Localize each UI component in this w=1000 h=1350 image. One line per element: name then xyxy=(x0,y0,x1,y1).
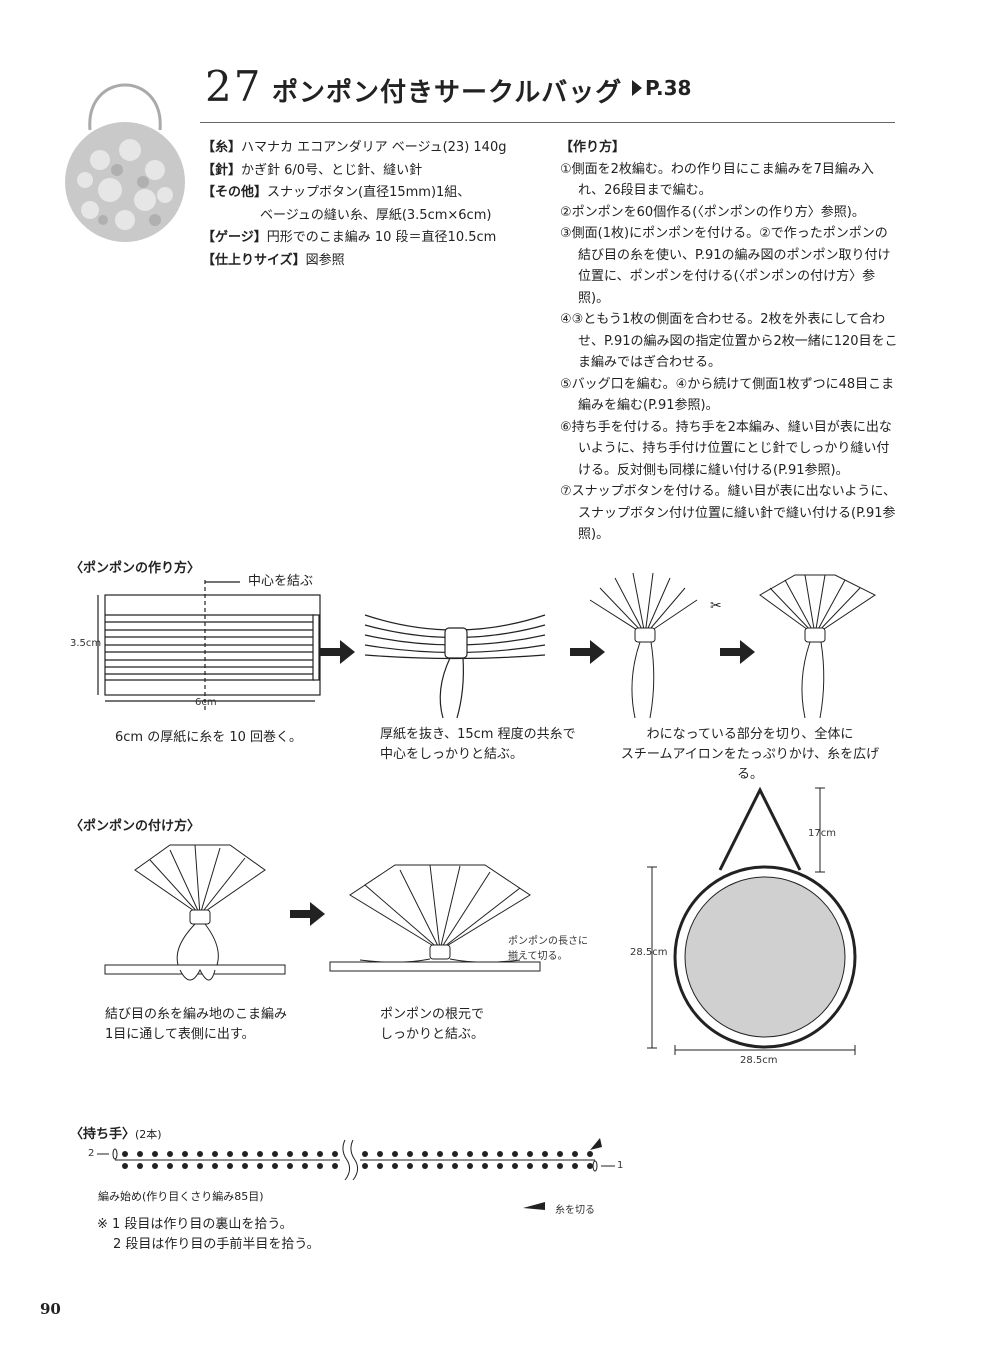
instructions: 【作り方】 ①側面を2枚編む。わの作り目にこま編みを7目編み入れ、26段目まで編… xyxy=(560,137,900,546)
material-row: 【糸】ハマナカ エコアンダリア ベージュ(23) 140g xyxy=(202,140,507,155)
pompom-make-diagram: ✂ xyxy=(97,572,876,719)
handle-chart xyxy=(97,1138,615,1181)
cut-yarn-icon xyxy=(523,1202,545,1210)
pattern-number: 27 xyxy=(205,62,263,111)
pompom-step2-caption: 厚紙を抜き、15cm 程度の共糸で 中心をしっかりと結ぶ。 xyxy=(380,727,576,762)
page-ref-arrow-icon xyxy=(632,80,642,96)
pompom-step1-caption: 6cm の厚紙に糸を 10 回巻く。 xyxy=(115,730,303,745)
material-row: ベージュの縫い糸、厚紙(3.5cm×6cm) xyxy=(260,207,492,223)
pompom-make-title: 〈ポンポンの作り方〉 xyxy=(70,561,201,576)
step: ②ポンポンを60個作る(〈ポンポンの作り方〉参照)。 xyxy=(560,204,865,220)
material-row: 【仕上りサイズ】図参照 xyxy=(202,252,345,268)
handle-length-label: 17cm xyxy=(808,828,836,839)
title-rule xyxy=(200,122,895,123)
material-row: 【針】かぎ針 6/0号、とじ針、縫い針 xyxy=(202,162,423,178)
step: ⑤バッグ口を編む。④から続けて側面1枚ずつに48目こま編みを編む(P.91参照)… xyxy=(560,376,895,414)
step: ⑦スナップボタンを付ける。縫い目が表に出ないように、スナップボタン付け位置に縫い… xyxy=(560,484,897,542)
pompom-attach-diagram xyxy=(104,844,541,981)
step: ①側面を2枚編む。わの作り目にこま編みを7目編み入れ、26段目まで編む。 xyxy=(560,161,874,199)
attach-step2-caption: ポンポンの根元で しっかりと結ぶ。 xyxy=(380,1007,485,1042)
row1-label: 1 xyxy=(617,1160,624,1171)
center-tie-label: 中心を結ぶ xyxy=(248,574,314,589)
bag-diagram xyxy=(647,786,857,1055)
cut-yarn-label: 糸を切る xyxy=(555,1205,595,1216)
card-height-label: 3.5cm xyxy=(70,638,102,649)
material-row: 【その他】スナップボタン(直径15mm)1組、 xyxy=(202,185,471,200)
bag-height-label: 28.5cm xyxy=(630,947,668,958)
bag-photo xyxy=(65,83,185,242)
pompom-attach-title: 〈ポンポンの付け方〉 xyxy=(70,819,201,834)
handle-notes: ※ 1 段目は作り目の裏山を拾う。 2 段目は作り目の手前半目を拾う。 xyxy=(97,1217,320,1252)
pompom-step3-caption: わになっている部分を切り、全体に スチームアイロンをたっぷりかけ、糸を広げる。 xyxy=(620,727,880,782)
step: ④③ともう1枚の側面を合わせる。2枚を外表にして合わせ、P.91の編み図の指定位… xyxy=(560,312,898,370)
bag-width-label: 28.5cm xyxy=(740,1055,778,1066)
row2-label: 2 xyxy=(88,1148,95,1159)
trim-note: ポンポンの長さに 揃えて切る。 xyxy=(508,936,588,962)
attach-step1-caption: 結び目の糸を編み地のこま編み 1目に通して表側に出す。 xyxy=(105,1007,288,1042)
page-title: ポンポン付きサークルバッグ xyxy=(272,78,623,108)
step: ⑥持ち手を付ける。持ち手を2本編み、縫い目が表に出ないように、持ち手付け位置にと… xyxy=(560,419,892,478)
page-number: 90 xyxy=(40,1300,61,1318)
materials-list: 【糸】ハマナカ エコアンダリア ベージュ(23) 140g 【針】かぎ針 6/0… xyxy=(202,137,506,272)
material-row: 【ゲージ】円形でのこま編み 10 段＝直径10.5cm xyxy=(202,230,497,245)
instructions-heading: 【作り方】 xyxy=(560,140,626,155)
handle-start-label: 編み始め(作り目くさり編み85目) xyxy=(98,1190,264,1203)
card-width-label: 6cm xyxy=(195,697,217,708)
svg-text:✂: ✂ xyxy=(710,598,722,614)
step: ③側面(1枚)にポンポンを付ける。②で作ったポンポンの結び目の糸を使い、P.91… xyxy=(560,226,891,306)
handle-title: 〈持ち手〉(2本) xyxy=(70,1127,162,1142)
page-reference: P.38 xyxy=(645,76,692,100)
